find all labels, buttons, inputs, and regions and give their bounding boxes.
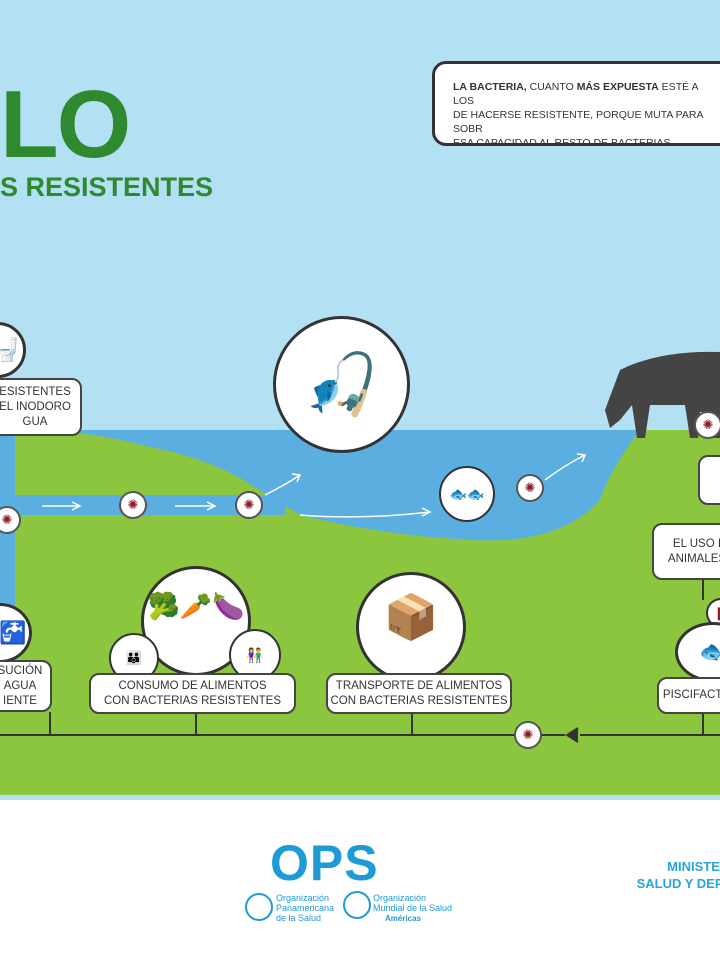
info-text-2: ESTÉ A LOS DE HACERSE RESISTENTE, PORQUE… <box>453 81 703 149</box>
step-fish-farming-box: PISCIFACTO <box>657 677 720 714</box>
cow-icon <box>605 351 720 438</box>
toilet-icon: 🚽 <box>0 322 26 378</box>
fish-icon: 🐟🐟 <box>439 466 495 522</box>
bacteria-icon: ✺ <box>235 491 263 519</box>
info-bold-1: LA BACTERIA, <box>453 81 527 93</box>
bacteria-icon: ✺ <box>516 474 544 502</box>
couple-icon: 👫 <box>229 629 281 681</box>
package-icon: 📦 <box>356 572 466 682</box>
bacteria-icon: ✺ <box>0 506 21 534</box>
step-toilet-box: ESISTENTES EL INODORO GUA <box>0 378 82 436</box>
page-title: LO <box>0 71 131 178</box>
step-consumption-box: CONSUMO DE ALIMENTOS CON BACTERIAS RESIS… <box>89 673 296 714</box>
who-emblem-icon <box>343 891 371 919</box>
tap-icon: 🚰 <box>0 603 32 663</box>
paho-seal-icon <box>245 893 273 921</box>
step-water-box: SUCIÓN AGUA IENTE <box>0 660 52 712</box>
bacteria-icon: ✺ <box>694 411 720 439</box>
who-region: Américas <box>385 914 422 923</box>
info-box: LA BACTERIA, CUANTO MÁS EXPUESTA ESTÉ A … <box>432 61 720 149</box>
page-subtitle: S RESISTENTES <box>0 172 214 202</box>
paho-name: Organización Panamericana de la Salud <box>276 893 335 923</box>
step-box-partial <box>698 455 720 505</box>
bacteria-icon: ✺ <box>514 721 542 749</box>
step-transport-box: TRANSPORTE DE ALIMENTOS CON BACTERIAS RE… <box>326 673 512 714</box>
fishing-icon: 🎣 <box>273 316 410 453</box>
info-text-1: CUANTO <box>526 81 577 93</box>
info-bold-2: MÁS EXPUESTA <box>576 81 659 93</box>
bacteria-icon: ✺ <box>119 491 147 519</box>
ops-logo: OPS <box>270 835 379 891</box>
step-animal-use-box: EL USO I ANIMALES <box>652 523 720 580</box>
who-name: Organización Mundial de la Salud <box>373 893 453 913</box>
ministry-logo: MINISTERIO SALUD Y DEPOR <box>636 859 720 891</box>
